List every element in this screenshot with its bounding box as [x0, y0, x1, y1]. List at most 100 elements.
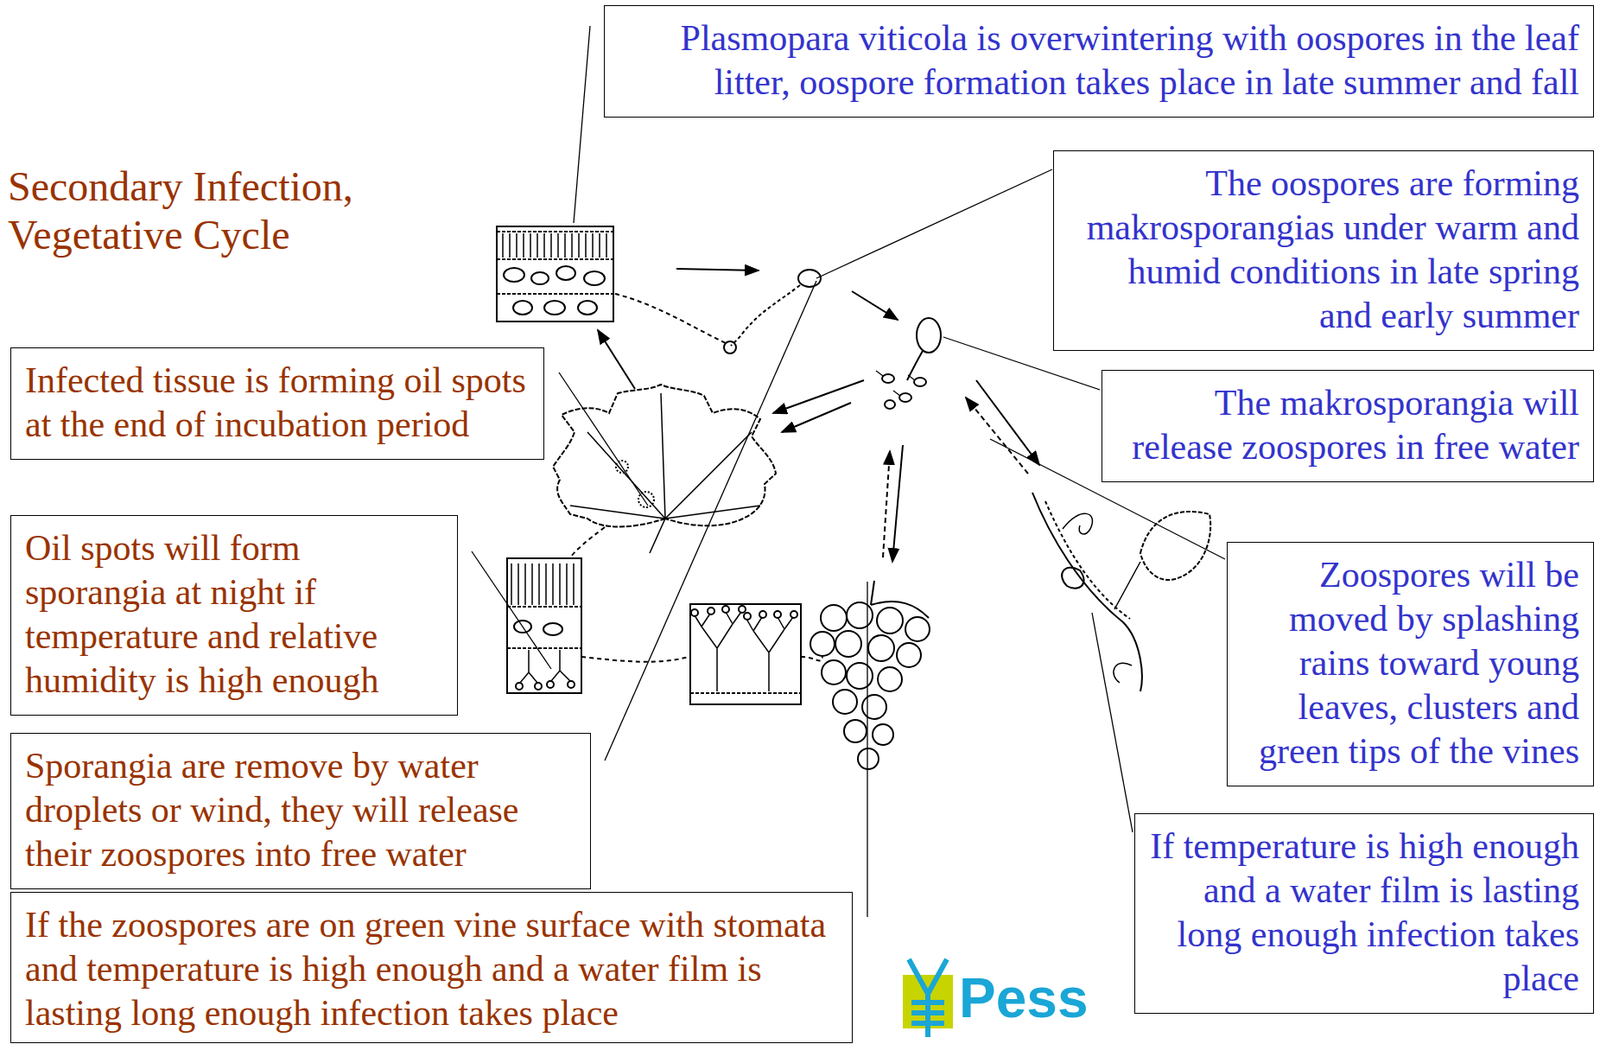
logo-mark [908, 958, 947, 1037]
sporangium [759, 610, 767, 618]
section-outline [496, 226, 614, 322]
leader-line [604, 280, 817, 761]
diagram-title: Secondary Infection, Vegetative Cycle [7, 162, 414, 260]
leader-line [558, 372, 648, 506]
zoospore [899, 393, 912, 402]
germinating-oospore [723, 269, 821, 354]
palisade-cells [502, 233, 607, 258]
note-box: If temperature is high enough and a wate… [1134, 812, 1594, 1014]
logo-icon [902, 958, 953, 1037]
note-text: The oospores are forming makrosporangias… [1067, 161, 1580, 338]
cycle-arrow [781, 402, 851, 432]
sporangium [567, 680, 575, 688]
zoospore [882, 374, 895, 383]
sporangiophore [746, 616, 794, 692]
grape-berry [857, 748, 879, 769]
grape-berry [872, 723, 894, 745]
spongy-cell [503, 267, 525, 282]
cycle-arrow [892, 444, 903, 562]
grape-berry [905, 616, 930, 642]
spongy-cell [543, 622, 563, 635]
flagellum [876, 370, 915, 396]
grape-berry [846, 662, 873, 689]
palisade-cells [511, 563, 574, 605]
sporangium [916, 317, 941, 353]
sporangium [534, 682, 542, 690]
spongy-cell [577, 300, 597, 315]
sporangium [743, 612, 751, 620]
note-text: Sporangia are remove by water droplets o… [25, 743, 577, 877]
cycle-arrow [976, 380, 1040, 465]
section-outline [507, 558, 582, 693]
sporangium [774, 610, 781, 618]
cycle-arrow [882, 450, 890, 558]
logo-text: Pess [958, 967, 1088, 1029]
section-outline [690, 603, 801, 705]
grape-leaf [552, 384, 776, 553]
note-text: If the zoospores are on green vine surfa… [25, 902, 839, 1035]
grape-berry [844, 719, 867, 743]
note-text: Zoospores will be moved by splashing rai… [1241, 552, 1580, 774]
grape-berry [835, 630, 862, 657]
grape-berry [868, 634, 895, 661]
grape-berry [810, 631, 835, 656]
leader-line [471, 551, 552, 669]
macrosporangium [876, 317, 941, 409]
grape-berry [862, 694, 887, 719]
spongy-cell [531, 272, 549, 285]
leaf-cross-section [496, 226, 614, 322]
leader-line [866, 581, 868, 917]
note-text: Plasmopara viticola is overwintering wit… [618, 16, 1580, 105]
germ-tube [730, 285, 800, 346]
note-box: The makrosporangia will release zoospore… [1101, 369, 1594, 483]
grape-berry [821, 660, 846, 685]
cycle-arrow [965, 397, 1029, 474]
spongy-cell [584, 271, 605, 286]
note-box: Zoospores will be moved by splashing rai… [1226, 541, 1594, 787]
cycle-arrow [676, 268, 759, 271]
logo-text-holder: Pess [958, 960, 1088, 1035]
sporangium [722, 605, 730, 613]
tissue-layer [690, 692, 801, 694]
sporangium [738, 605, 746, 613]
note-text: If temperature is high enough and a wate… [1149, 824, 1580, 1001]
tendril [1062, 513, 1093, 534]
grape-berry [846, 602, 873, 629]
oospore [544, 300, 566, 315]
note-text: Oil spots will form sporangia at night i… [25, 526, 444, 703]
young-shoot [1032, 492, 1211, 692]
sporangium [691, 609, 699, 616]
tissue-layer [496, 231, 614, 294]
note-text: Infected tissue is forming oil spots at … [25, 358, 530, 447]
small-leaf [1061, 567, 1084, 589]
sporangium [790, 610, 798, 618]
shoot-stem [1045, 501, 1131, 619]
note-box: The oospores are forming makrosporangias… [1053, 150, 1594, 351]
sporulating-section [507, 558, 582, 693]
cycle-arrow [597, 330, 635, 389]
dashed-path [800, 656, 823, 661]
leaf-stalk [1114, 561, 1141, 610]
sporangiophore-section [690, 603, 801, 705]
zoospore [914, 377, 927, 387]
spongy-cell [513, 300, 533, 315]
sporangium [707, 607, 715, 615]
leader-line [1092, 612, 1133, 832]
note-box: Oil spots will form sporangia at night i… [10, 514, 458, 716]
leader-line [816, 169, 1053, 279]
grape-cluster [810, 580, 930, 769]
shoot-stem [1032, 492, 1143, 692]
sporangium [546, 680, 554, 688]
grape-berry [877, 666, 902, 692]
oospore [723, 341, 737, 354]
note-box: Plasmopara viticola is overwintering wit… [603, 5, 1594, 118]
oospore [556, 266, 576, 280]
dashed-path [570, 526, 605, 558]
grape-berry [832, 689, 858, 714]
dashed-path [615, 293, 728, 344]
note-box: Infected tissue is forming oil spots at … [10, 347, 545, 460]
tendril [1113, 662, 1132, 683]
cycle-arrow [851, 291, 898, 320]
sporangiophore [694, 611, 742, 692]
